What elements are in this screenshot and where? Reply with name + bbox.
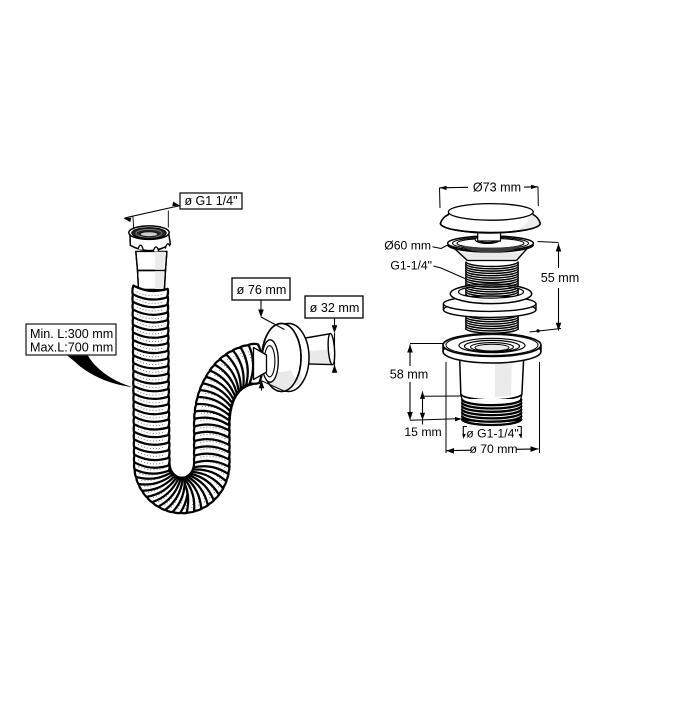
svg-text:58 mm: 58 mm (390, 368, 429, 382)
svg-text:ø G1 1/4": ø G1 1/4" (184, 194, 237, 208)
svg-text:ø 32 mm: ø 32 mm (310, 301, 360, 315)
svg-text:Max.L:700 mm: Max.L:700 mm (30, 341, 113, 355)
svg-text:15 mm: 15 mm (404, 425, 441, 439)
svg-text:ø 70 mm: ø 70 mm (469, 442, 517, 456)
svg-text:55 mm: 55 mm (541, 271, 580, 285)
svg-text:ø G1-1/4": ø G1-1/4" (466, 427, 518, 441)
svg-text:Min. L:300 mm: Min. L:300 mm (30, 327, 113, 341)
svg-text:ø 76 mm: ø 76 mm (237, 283, 287, 297)
svg-text:Ø60 mm: Ø60 mm (384, 239, 431, 253)
svg-text:Ø73 mm: Ø73 mm (473, 181, 521, 195)
svg-text:G1-1/4": G1-1/4" (390, 259, 432, 273)
